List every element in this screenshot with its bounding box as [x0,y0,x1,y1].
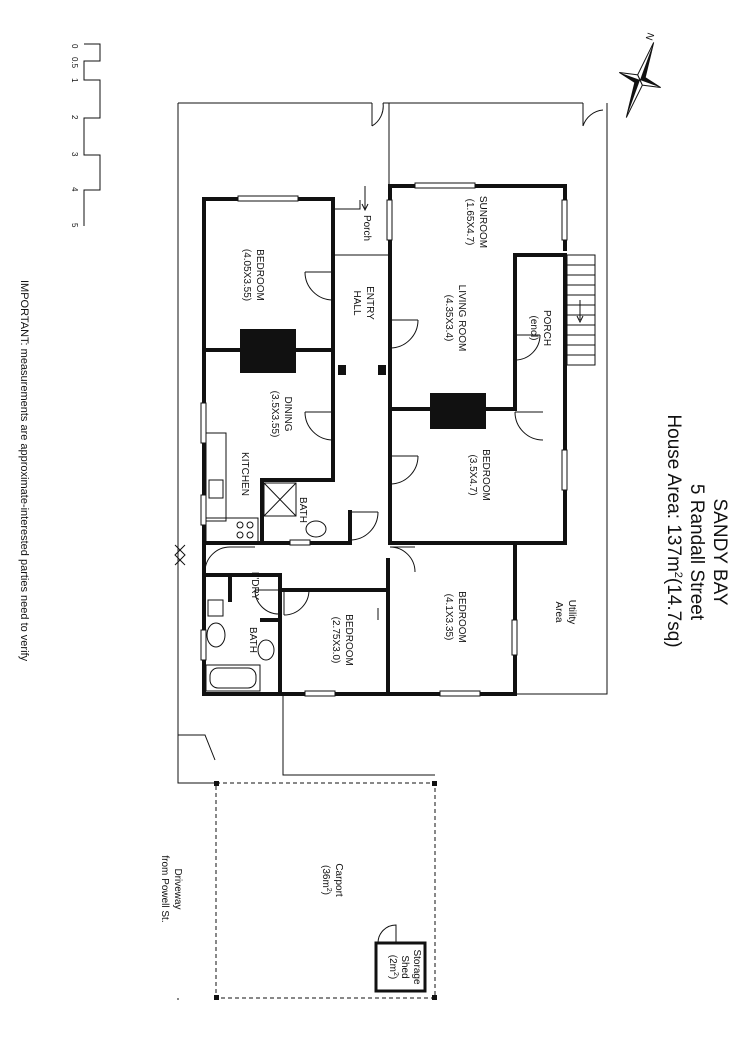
dining-dims: (3.5X3.55) [269,391,280,438]
title-suburb: SANDY BAY [709,498,730,605]
entry-hall-line2: HALL [351,290,362,315]
carport-dims: (36m2) [320,865,332,895]
title-address: 5 Randall Street [686,484,707,621]
scale-tick-0-5: 0.5 [70,57,79,69]
sunroom-name: SUNROOM [477,196,488,248]
compass-label: N [643,31,656,42]
bedroom4-name: BEDROOM [343,614,354,666]
shed-line3: (2m2) [387,955,399,979]
dining-name: DINING [282,397,293,432]
scale-tick-1: 1 [70,78,79,83]
stairs [566,254,596,366]
utility-area-line2: Area [553,601,564,623]
porch-encl-dims: (encl) [528,315,539,340]
fixtures [205,432,327,692]
bedroom2-name: BEDROOM [480,449,491,501]
bedroom2-dims: (3.5X4.7) [467,454,478,495]
carport-outline [214,781,437,1000]
bedroom3-name: BEDROOM [456,591,467,643]
porch-top-name: Porch [361,215,372,241]
living-room-name: LIVING ROOM [456,285,467,352]
title-area: House Area: 137m2(14.7sq) [663,414,684,647]
driveway-line1: Driveway [172,868,183,909]
utility-area-line1: Utility [566,600,577,624]
bedroom1-name: BEDROOM [254,249,265,301]
room-labels: SUNROOM (1.65X4.7) Porch BEDROOM (4.05X3… [159,196,577,985]
living-room-dims: (4.35X3.4) [443,295,454,342]
carport-name: Carport [333,863,344,897]
disclaimer-note: IMPORTANT: measurements are approximate-… [18,280,30,662]
scale-tick-0: 0 [70,44,79,49]
sunroom-dims: (1.65X4.7) [464,199,475,246]
kitchen-name: KITCHEN [239,452,250,496]
scale-tick-3: 3 [70,152,79,157]
driveway-line2: from Powell St. [159,855,170,922]
bedroom4-dims: (2.75X3.0) [330,617,341,664]
laundry-name: L'DRY [249,572,260,601]
scale-tick-4: 4 [70,187,79,192]
chimney-2 [430,393,486,429]
bedroom3-dims: (4.1X3.35) [443,594,454,641]
title-block: SANDY BAY 5 Randall Street House Area: 1… [663,414,730,647]
scale-bar: 0 0.5 1 2 3 4 5 [70,43,101,228]
porch-encl-name: PORCH [541,310,552,346]
shed-line1: Storage [411,949,422,984]
shed-line2: Shed [399,955,410,978]
scale-tick-5: 5 [70,223,79,228]
scale-tick-2: 2 [70,115,79,120]
bath2-name: BATH [247,627,258,653]
site-boundary [177,102,608,1000]
entry-hall-line1: ENTRY [364,286,375,320]
storage-shed-outline [374,924,427,993]
bath1-name: BATH [297,497,308,523]
windows [200,182,568,697]
north-arrow-icon [619,42,661,118]
bedroom1-dims: (4.05X3.55) [241,249,252,301]
doors [174,186,544,620]
chimney-1 [240,329,296,373]
